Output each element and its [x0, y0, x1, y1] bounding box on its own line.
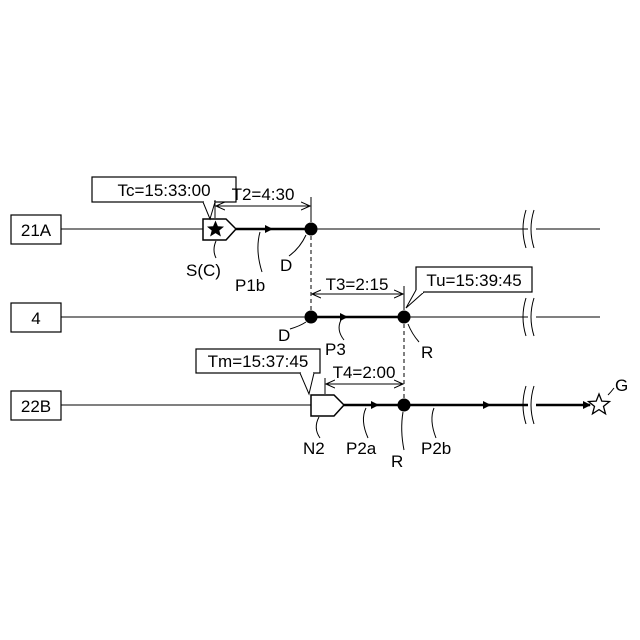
t3-label: T3=2:15 — [326, 275, 389, 294]
goal-label: G — [615, 376, 628, 395]
t2-label: T2=4:30 — [232, 185, 295, 204]
tm-time-label: Tm=15:37:45 — [208, 352, 309, 371]
point-d-4-label: D — [278, 326, 290, 345]
point-r-4 — [398, 311, 411, 324]
line-21a-label: 21A — [21, 221, 52, 240]
line-21a: 21A — [11, 210, 600, 248]
point-d-21a-label: D — [280, 256, 292, 275]
point-r-22b-label: R — [391, 452, 403, 471]
tm-callout: Tm=15:37:45 — [196, 349, 320, 394]
line-4-label: 4 — [31, 309, 40, 328]
point-r-22b — [398, 399, 411, 412]
path-p2a-label: P2a — [346, 439, 377, 458]
goal-star-icon — [589, 394, 610, 414]
tc-callout: Tc=15:33:00 — [92, 177, 236, 219]
line-22b: 22B — [11, 386, 610, 424]
path-p3-label: P3 — [325, 340, 346, 359]
point-d-4 — [305, 311, 318, 324]
tc-time-label: Tc=15:33:00 — [117, 181, 210, 200]
tu-callout: Tu=15:39:45 — [406, 267, 532, 308]
line-4: 4 — [11, 298, 600, 336]
node-n2-label: N2 — [303, 439, 325, 458]
start-label: S(C) — [186, 261, 221, 280]
point-r-4-label: R — [421, 343, 433, 362]
t4-dimension: T4=2:00 — [325, 363, 403, 394]
tu-time-label: Tu=15:39:45 — [426, 271, 521, 290]
line-22b-label: 22B — [21, 397, 51, 416]
path-p1b-label: P1b — [235, 276, 265, 295]
t4-label: T4=2:00 — [333, 363, 396, 382]
node-n2-icon — [311, 395, 344, 416]
point-d-21a — [305, 223, 318, 236]
path-p2b-label: P2b — [421, 439, 451, 458]
t3-dimension: T3=2:15 — [312, 275, 404, 310]
